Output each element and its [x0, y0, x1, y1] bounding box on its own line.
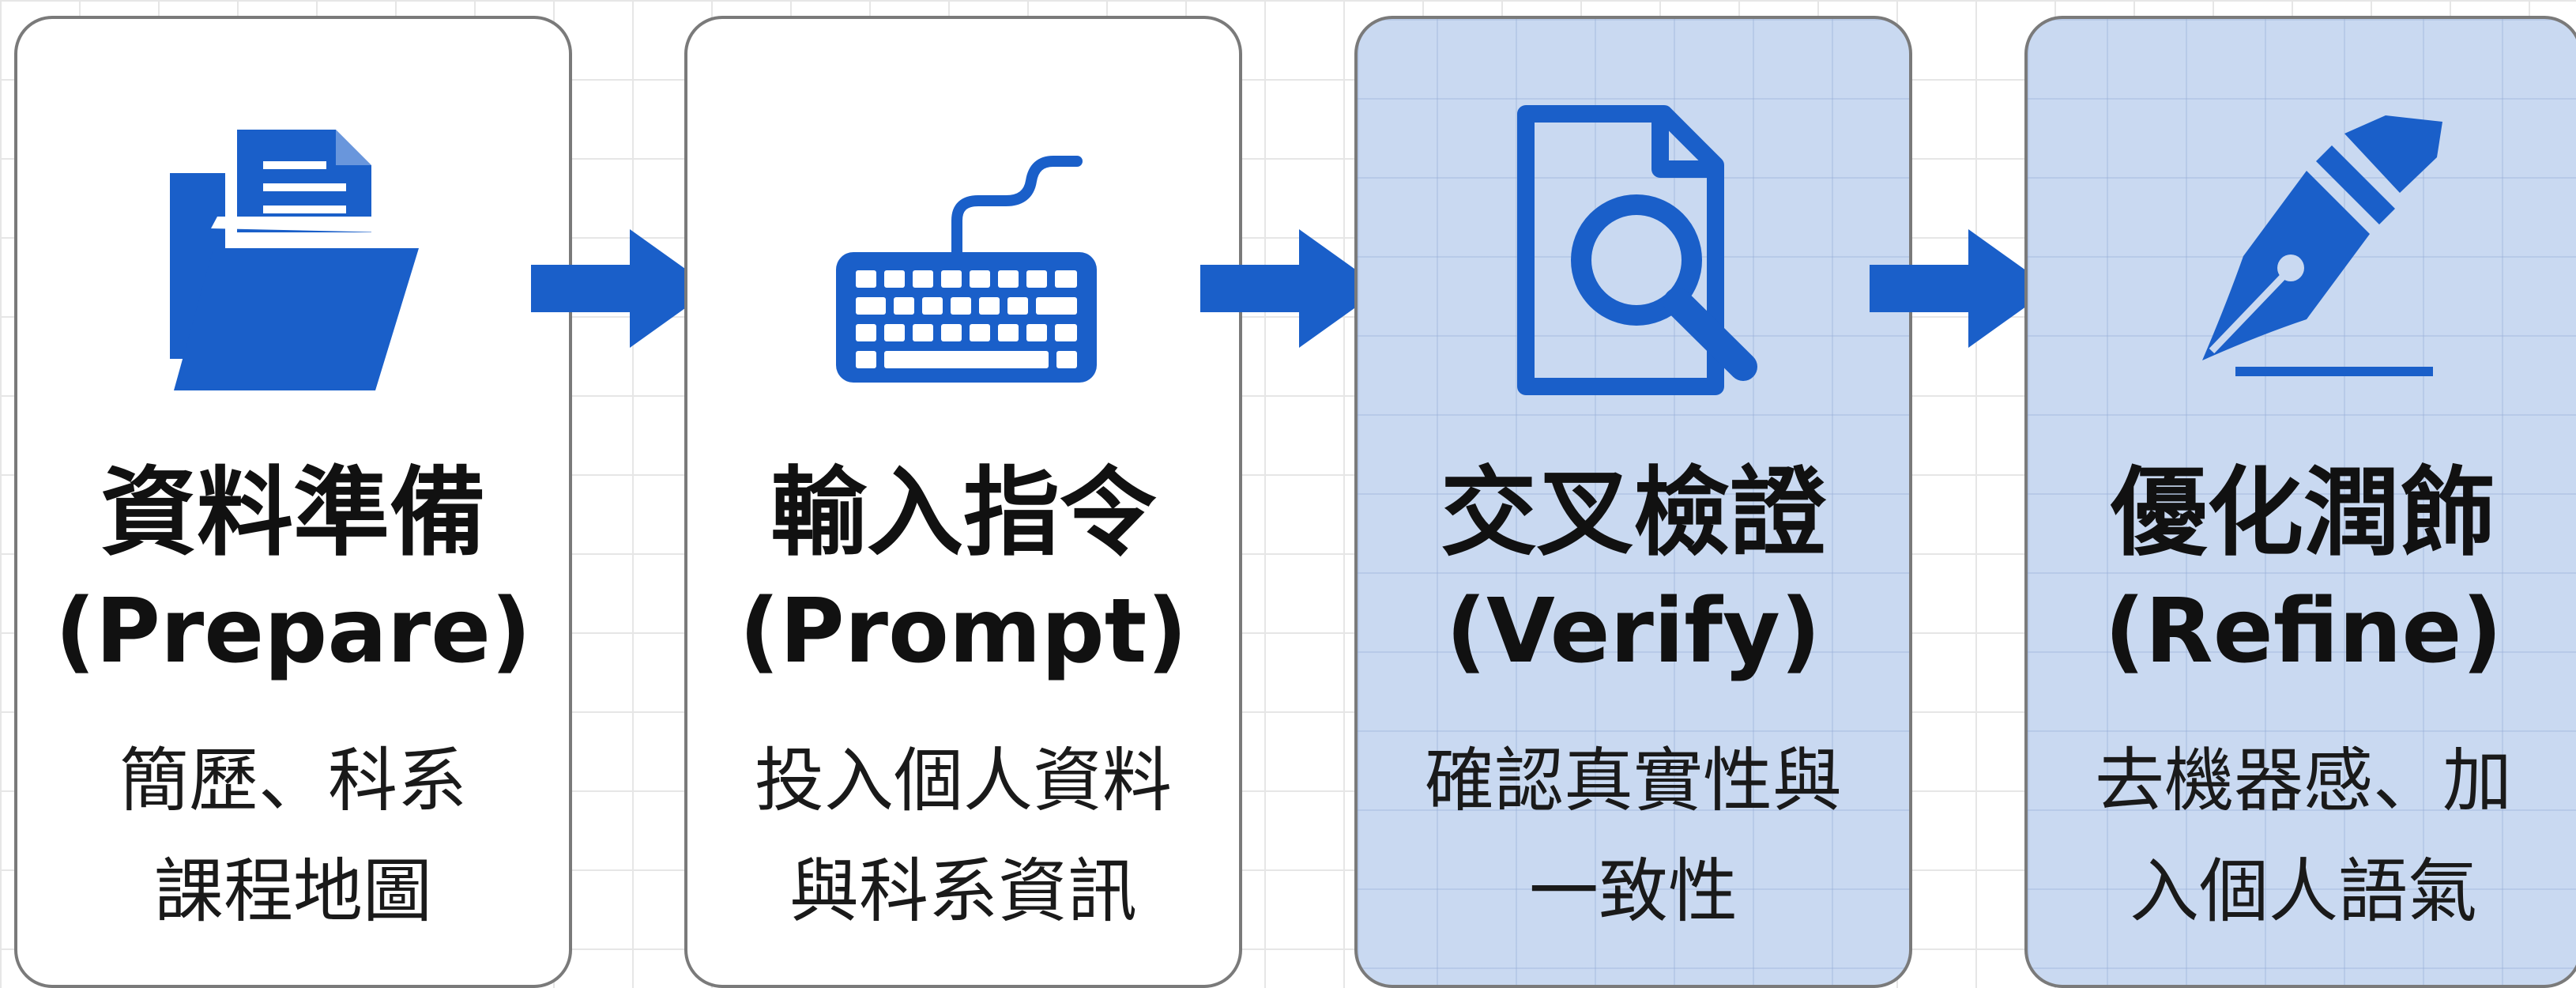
magnifier-document-icon: [1517, 105, 1757, 395]
step-desc-line1: 簡歷、科系: [119, 740, 467, 821]
step-title-en: (Refine): [2104, 580, 2503, 683]
step-card-verify: 交叉檢證 (Verify) 確認真實性與 一致性: [1354, 16, 1912, 988]
step-title: 交叉檢證: [1441, 457, 1826, 569]
folder-icon: [170, 130, 419, 390]
step-desc-line1: 投入個人資料: [754, 740, 1172, 821]
step-title-en: (Verify): [1445, 580, 1821, 683]
step-title-en: (Prompt): [739, 580, 1188, 683]
step-desc-line2: 與科系資訊: [789, 850, 1137, 932]
step-title: 優化潤飾: [2111, 457, 2496, 569]
step-title-en: (Prepare): [55, 580, 532, 683]
step-desc-line2: 一致性: [1528, 850, 1738, 932]
fountain-pen-icon: [2202, 115, 2442, 376]
step-card-prompt: 輸入指令 (Prompt) 投入個人資料 與科系資訊: [684, 16, 1242, 988]
step-card-refine: 優化潤飾 (Refine) 去機器感、加 入個人語氣: [2024, 16, 2576, 988]
step-title: 資料準備: [100, 457, 486, 569]
step-desc-line2: 課程地圖: [153, 850, 432, 932]
step-card-prepare: 資料準備 (Prepare) 簡歷、科系 課程地圖: [14, 16, 572, 988]
step-desc-line1: 確認真實性與: [1424, 740, 1842, 821]
arrow-right-icon: [531, 229, 713, 348]
step-desc-line1: 去機器感、加: [2094, 740, 2512, 821]
arrow-right-icon: [1870, 229, 2051, 348]
keyboard-icon: [836, 156, 1097, 383]
arrow-right-icon: [1200, 229, 1382, 348]
step-desc-line2: 入個人語氣: [2129, 850, 2477, 932]
step-title: 輸入指令: [770, 457, 1156, 569]
